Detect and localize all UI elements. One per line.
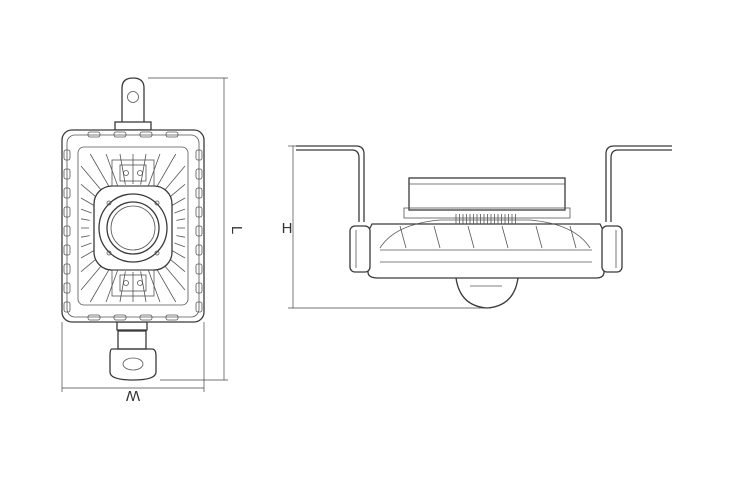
heatsink-tab xyxy=(195,282,203,294)
fin-line xyxy=(170,197,186,207)
heatsink-tab xyxy=(195,225,203,237)
heatsink-tab xyxy=(195,149,203,161)
heatsink-tab xyxy=(195,301,203,313)
width-label: W xyxy=(125,387,140,404)
heatsink-tab xyxy=(165,314,179,321)
fin-line xyxy=(140,153,147,185)
fin-line xyxy=(170,249,186,259)
fin-line xyxy=(176,218,186,221)
heatsink-tab xyxy=(195,263,203,275)
fin-line xyxy=(80,242,92,248)
fin-line xyxy=(140,271,147,303)
rib-line xyxy=(399,225,407,249)
front-view xyxy=(61,77,205,381)
height-label: H xyxy=(282,220,293,237)
heatsink-tab xyxy=(87,314,101,321)
heatsink-tab xyxy=(113,131,127,138)
fin-line xyxy=(80,218,90,221)
fin-line xyxy=(174,208,186,214)
heatsink-tab xyxy=(63,187,71,199)
side-view xyxy=(296,145,672,309)
heatsink-tab xyxy=(139,314,153,321)
fin-line xyxy=(89,265,112,303)
heatsink-tab xyxy=(195,168,203,180)
heatsink-tab xyxy=(63,244,71,256)
height-dimension: H xyxy=(282,145,490,309)
width-dimension: W xyxy=(61,322,205,404)
length-dimension: L xyxy=(148,77,245,381)
heatsink-tab xyxy=(195,206,203,218)
heatsink-tabs xyxy=(63,131,203,321)
heatsink-tab xyxy=(63,168,71,180)
length-label: L xyxy=(228,226,245,234)
heatsink-tab xyxy=(63,282,71,294)
rib-line xyxy=(569,225,577,249)
heatsink-tab xyxy=(63,263,71,275)
rib-line xyxy=(501,225,509,249)
heatsink-tab xyxy=(195,244,203,256)
heatsink-tab xyxy=(63,206,71,218)
heatsink-tab xyxy=(87,131,101,138)
fin-line xyxy=(80,208,92,214)
rib-line xyxy=(433,225,441,249)
fin-line xyxy=(119,271,126,303)
fin-line xyxy=(154,153,177,191)
heatsink-tab xyxy=(63,301,71,313)
fin-line xyxy=(80,235,90,238)
fin-line xyxy=(89,153,112,191)
fin-line xyxy=(119,153,126,185)
fin-line xyxy=(176,235,186,238)
radiating-fins xyxy=(80,153,186,303)
heatsink-tab xyxy=(195,187,203,199)
rib-line xyxy=(467,225,475,249)
fin-line xyxy=(80,197,96,207)
rib-line xyxy=(535,225,543,249)
heatsink-tab xyxy=(165,131,179,138)
heatsink-ribs xyxy=(399,214,577,249)
heatsink-tab xyxy=(63,225,71,237)
fin-line xyxy=(174,242,186,248)
heatsink-tab xyxy=(113,314,127,321)
heatsink-tab xyxy=(63,149,71,161)
fin-line xyxy=(154,265,177,303)
fin-line xyxy=(80,249,96,259)
heatsink-tab xyxy=(139,131,153,138)
